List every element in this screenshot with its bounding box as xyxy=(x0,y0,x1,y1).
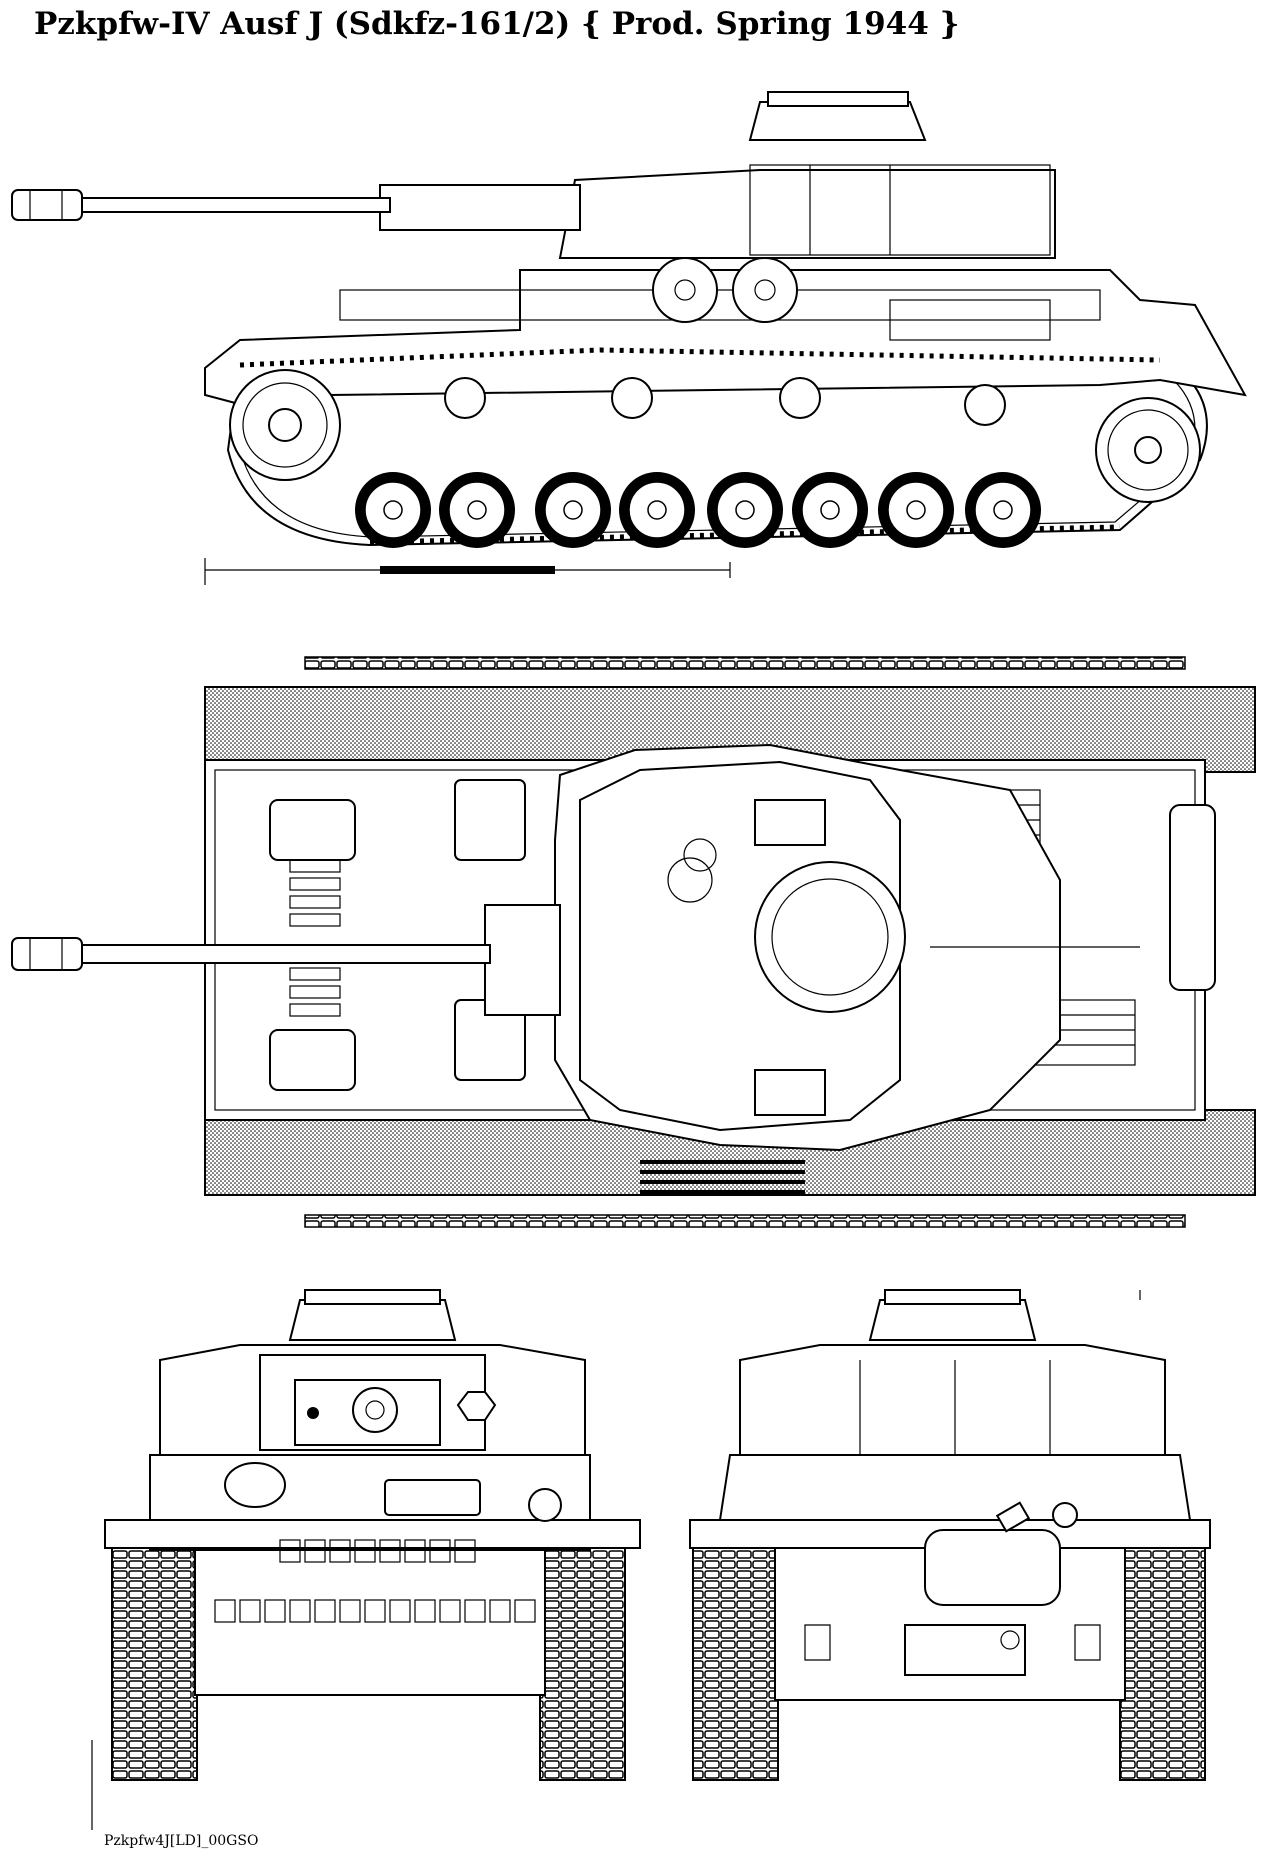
front-lower-hull xyxy=(194,1544,546,1696)
top-spare-track-links xyxy=(289,859,341,1017)
top-turret-hatch-upper xyxy=(754,799,826,846)
top-track-lower xyxy=(304,1214,1186,1228)
top-fender-upper xyxy=(204,686,1256,773)
side-spare-wheels xyxy=(652,257,798,323)
front-radio-hatch xyxy=(384,1479,481,1516)
rear-plate xyxy=(904,1624,1026,1676)
front-bow-mg xyxy=(456,1391,497,1421)
top-commander-cupola xyxy=(754,861,906,1013)
side-gun-barrel xyxy=(79,197,391,213)
side-cupola xyxy=(748,101,927,141)
top-muffler xyxy=(1169,804,1216,991)
front-driver-visor xyxy=(224,1462,286,1508)
top-front-plate-lower xyxy=(269,1029,356,1091)
rear-upper-hull xyxy=(718,1454,1192,1521)
side-turret-skirt xyxy=(749,164,1051,256)
side-drive-sprocket xyxy=(229,369,341,481)
front-gun-muzzle xyxy=(352,1387,398,1433)
rear-view xyxy=(689,1289,1211,1781)
rear-exhaust-pipe xyxy=(995,1501,1031,1533)
drawing-credit: Pzkpfw4J[LD]_00GSO xyxy=(104,1833,259,1849)
top-track-upper xyxy=(304,656,1186,670)
side-cupola-lid xyxy=(767,91,909,107)
side-return-rollers xyxy=(444,377,1006,426)
front-cupola xyxy=(288,1299,457,1341)
front-spare-track-links xyxy=(214,1539,536,1623)
side-road-wheels xyxy=(355,472,1041,548)
rear-track-right xyxy=(1119,1529,1206,1781)
scale-bar xyxy=(204,558,731,585)
rear-track-left xyxy=(692,1529,779,1781)
side-turret xyxy=(558,169,1056,259)
side-view xyxy=(11,91,1247,585)
top-muzzle-brake xyxy=(11,937,83,971)
side-muzzle-brake xyxy=(11,189,83,221)
top-driver-hatch xyxy=(454,779,526,861)
side-idler-wheel xyxy=(1095,397,1201,503)
top-turret-hatch-lower xyxy=(754,1069,826,1116)
front-track-left xyxy=(111,1529,198,1781)
top-front-plate-upper xyxy=(269,799,356,861)
top-turret xyxy=(579,760,901,1132)
side-skirt-rail xyxy=(339,289,1101,321)
side-hull xyxy=(204,269,1247,422)
side-track-tread xyxy=(239,347,1161,545)
front-headlight xyxy=(528,1488,562,1522)
rear-muffler xyxy=(924,1529,1061,1606)
side-engine-deck xyxy=(889,299,1051,341)
top-mantlet xyxy=(484,904,561,1016)
front-track-right xyxy=(539,1529,626,1781)
front-view xyxy=(91,1289,641,1830)
front-fender xyxy=(104,1519,641,1549)
rear-tow-ring xyxy=(1052,1502,1078,1528)
rear-turret-skirt xyxy=(739,1344,1166,1456)
drawing-title: Pzkpfw-IV Ausf J (Sdkfz-161/2) { Prod. S… xyxy=(34,6,960,42)
top-gun-barrel xyxy=(79,944,491,964)
top-view xyxy=(11,656,1256,1228)
rear-cupola xyxy=(868,1299,1037,1341)
side-mantlet xyxy=(379,184,581,231)
